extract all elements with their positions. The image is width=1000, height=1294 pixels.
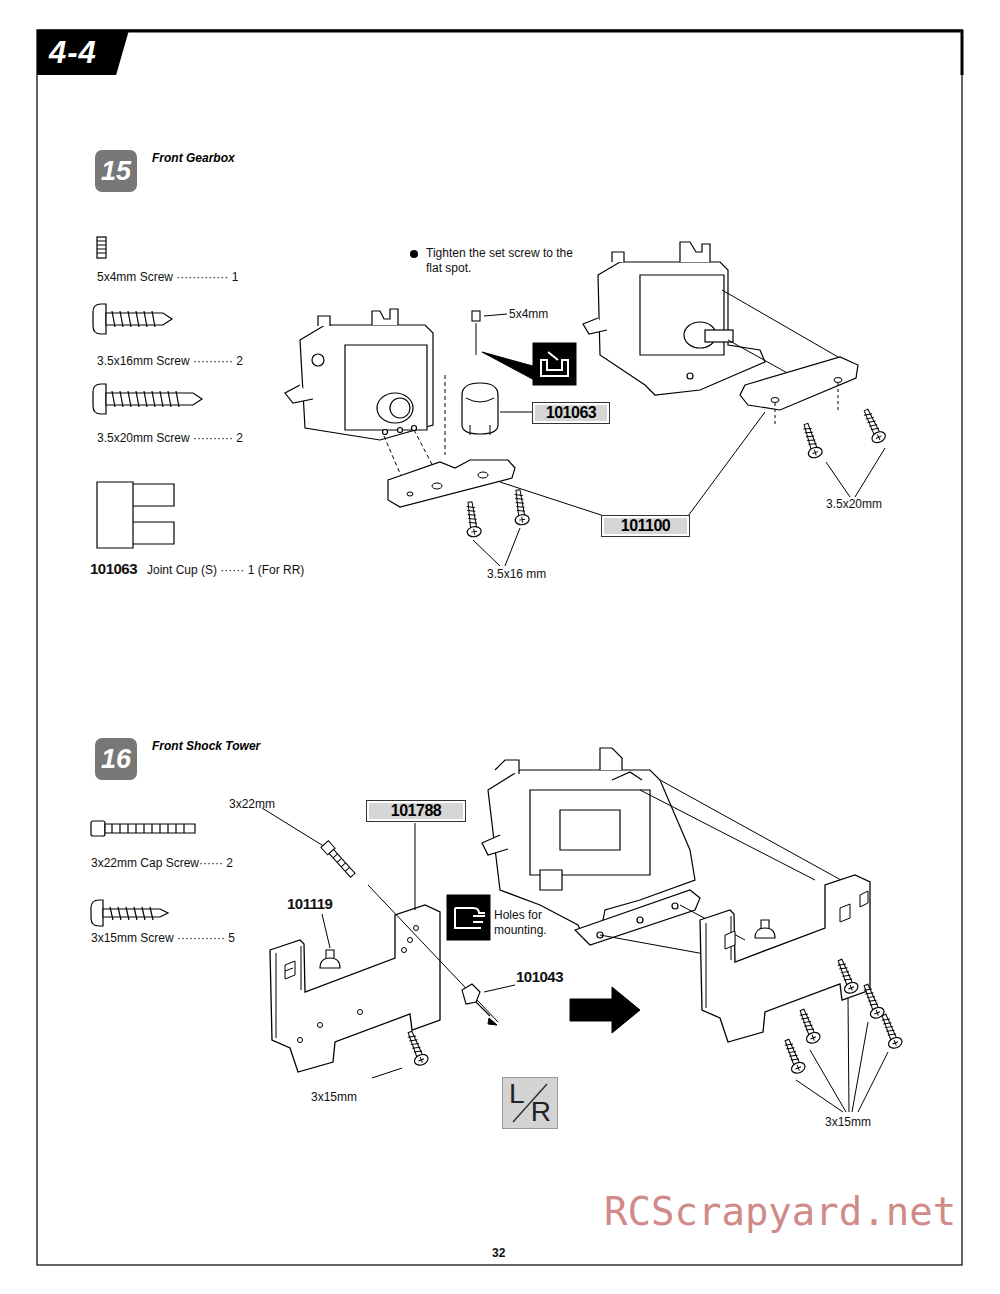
part-number: 101043 (516, 968, 563, 987)
step-heading: Front Gearbox (152, 151, 235, 165)
page-number: 32 (492, 1246, 505, 1261)
left-right-symbol: LR (502, 1077, 558, 1129)
part-callout: 101788 (366, 800, 466, 822)
part-number: 101100 (621, 517, 671, 535)
section-tab: 4-4 (37, 30, 129, 75)
dimension: 3.5x16 mm (487, 567, 546, 582)
dimension: 3x15mm (825, 1115, 871, 1130)
watermark: RCScrapyard.net (604, 1188, 956, 1237)
dimension: 3.5x20mm (826, 497, 882, 512)
parts-list-item: 5x4mm Screw ············· 1 (97, 270, 238, 285)
step-heading: Front Shock Tower (152, 739, 260, 753)
part-number: 101119 (287, 895, 332, 914)
dimension: 3x15mm (311, 1090, 357, 1105)
side-letter: R (531, 1098, 551, 1126)
part-callout: 101100 (601, 515, 690, 537)
note: Holes for mounting. (494, 908, 566, 938)
parts-list-item: Joint Cup (S) ······ 1 (For RR) (147, 563, 304, 578)
part-number: 101063 (546, 404, 596, 422)
section-number: 4-4 (49, 35, 97, 71)
part-callout: 101063 (532, 402, 610, 424)
parts-list-item: 3.5x20mm Screw ·········· 2 (97, 431, 243, 446)
parts-list-item: 3.5x16mm Screw ·········· 2 (97, 354, 243, 369)
step-number: 15 (101, 156, 131, 187)
side-letter: L (509, 1080, 525, 1108)
note: Tighten the set screw to the flat spot. (426, 246, 581, 276)
parts-list-item: 3x15mm Screw ············ 5 (91, 931, 235, 946)
step-number: 16 (101, 744, 131, 775)
dimension: 5x4mm (509, 307, 548, 322)
step-number: 15Front Gearbox (95, 150, 137, 192)
part-number: 101788 (391, 802, 441, 820)
part-number: 101063 (90, 560, 137, 579)
step-number: 16Front Shock Tower (95, 738, 137, 780)
parts-list-item: 3x22mm Cap Screw······ 2 (91, 856, 233, 871)
dimension: 3x22mm (229, 797, 275, 812)
